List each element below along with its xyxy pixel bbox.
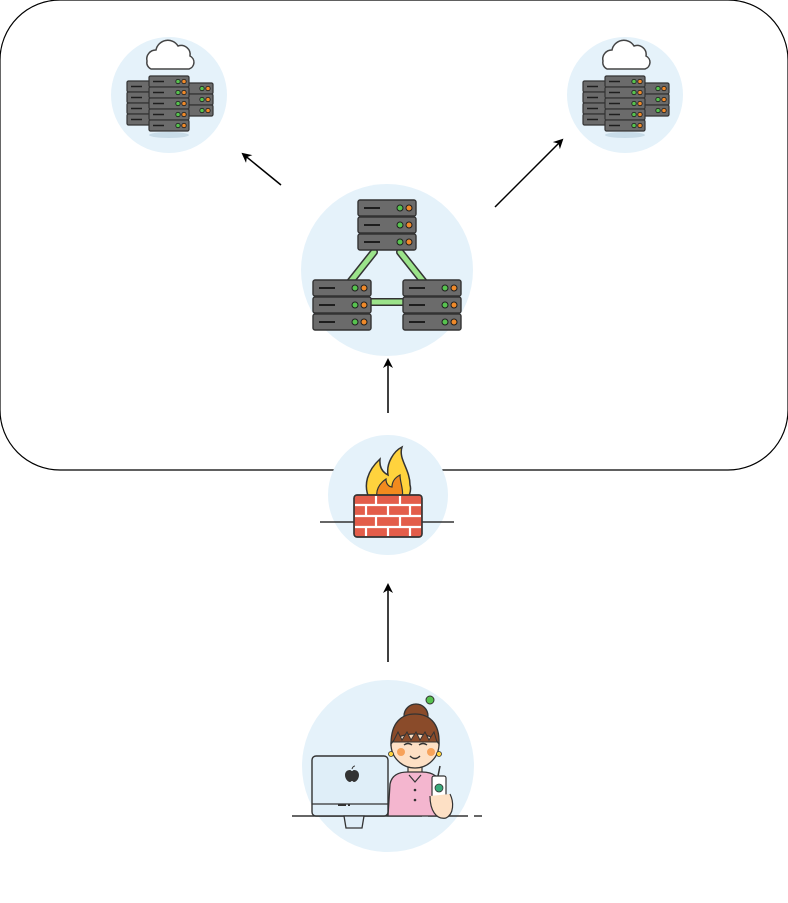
user-at-computer-icon	[292, 680, 482, 852]
server-cluster-icon	[301, 184, 473, 356]
firewall-icon	[320, 435, 454, 555]
arrow-cluster-to-cloud-right	[494, 138, 564, 208]
cloud-server-icon	[111, 37, 227, 153]
cloud-server-icon	[567, 37, 683, 153]
system-boundary	[0, 0, 788, 471]
arrow-cluster-to-cloud-left	[241, 152, 282, 186]
